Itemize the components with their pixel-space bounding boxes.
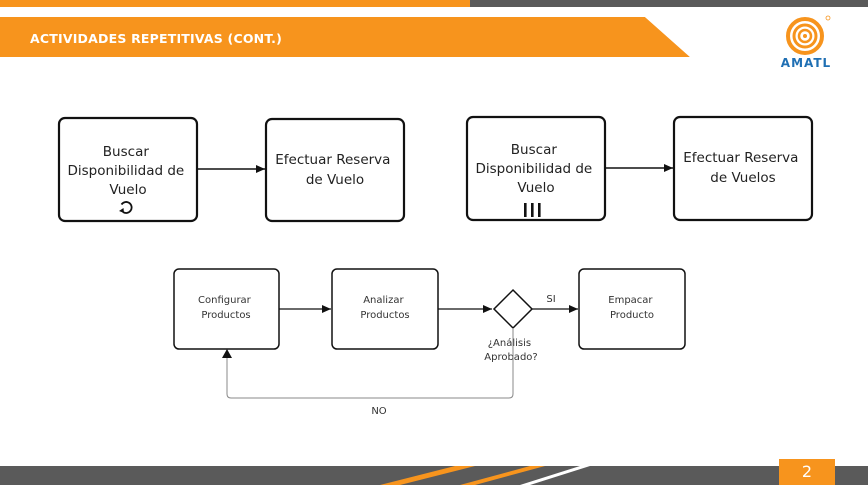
arrowhead-up [222, 349, 232, 358]
gateway-label: ¿Análisis Aprobado? [484, 337, 537, 363]
task-label-line: Vuelo [517, 180, 554, 196]
task-label-line: Configurar [198, 295, 252, 306]
task-label-line: Disponibilidad de [67, 163, 184, 179]
bottom-decor-stripes [380, 466, 590, 485]
task-label-line: Efectuar Reserva [683, 150, 798, 166]
svg-text:Buscar Disponibilidad de: Buscar Disponibilidad de Vuelo [67, 144, 188, 198]
gateway-label-line: Aprobado? [484, 352, 537, 363]
task-label-line: de Vuelo [306, 172, 364, 188]
task-label-line: de Vuelos [710, 170, 775, 186]
task-label-line: Vuelo [109, 182, 146, 198]
task-efectuar-reserva-vuelo: Efectuar Reserva de Vuelo [264, 117, 406, 223]
loop-icon [119, 201, 133, 214]
title-banner: ACTIVIDADES REPETITIVAS (CONT.) [0, 17, 700, 61]
task-label-line: Buscar [103, 144, 150, 160]
sequence-flow-arrow-no [226, 328, 514, 399]
task-buscar-disponibilidad-multi-instance: Buscar Disponibilidad de Vuelo [465, 115, 607, 222]
task-buscar-disponibilidad-loop: Buscar Disponibilidad de Vuelo [57, 116, 199, 223]
task-label-line: Empacar [608, 295, 653, 306]
svg-text:Empacar Producto: Empacar Producto [608, 295, 655, 321]
task-label-line: Buscar [511, 142, 558, 158]
task-label-line: Productos [360, 310, 409, 321]
task-label-line: Productos [201, 310, 250, 321]
parallel-multi-instance-icon [524, 203, 541, 217]
task-label-line: Analizar [363, 295, 404, 306]
task-label-line: Disponibilidad de [475, 161, 592, 177]
svg-text:Efectuar Reserva de Vuel: Efectuar Reserva de Vuelo [275, 152, 395, 188]
svg-text:Configurar Productos: Configurar Productos [198, 295, 254, 321]
page-title: ACTIVIDADES REPETITIVAS (CONT.) [30, 31, 283, 46]
task-efectuar-reserva-vuelos: Efectuar Reserva de Vuelos [672, 115, 814, 222]
task-label-line: Producto [610, 310, 654, 321]
yes-label: SI [546, 294, 555, 305]
svg-text:Buscar Disponibilidad de: Buscar Disponibilidad de Vuelo [475, 142, 596, 196]
title-banner-shape [0, 17, 698, 57]
brand-name: AMATL [780, 56, 832, 70]
task-configurar-productos: Configurar Productos [173, 268, 280, 350]
amatl-logo-icon [786, 15, 831, 55]
task-empacar-producto: Empacar Producto [578, 268, 686, 350]
exclusive-gateway [492, 288, 534, 330]
svg-text:Analizar Productos: Analizar Productos [360, 295, 409, 321]
bottom-decor-bar [0, 466, 868, 485]
gateway-label-line: ¿Análisis [488, 337, 531, 349]
task-label-line: Efectuar Reserva [275, 152, 390, 168]
page-number: 2 [779, 459, 835, 485]
svg-text:Efectuar Reserva de Vuel: Efectuar Reserva de Vuelos [683, 150, 803, 186]
no-label: NO [371, 406, 386, 417]
top-decor-bar-accent [0, 0, 470, 7]
task-analizar-productos: Analizar Productos [331, 268, 439, 350]
